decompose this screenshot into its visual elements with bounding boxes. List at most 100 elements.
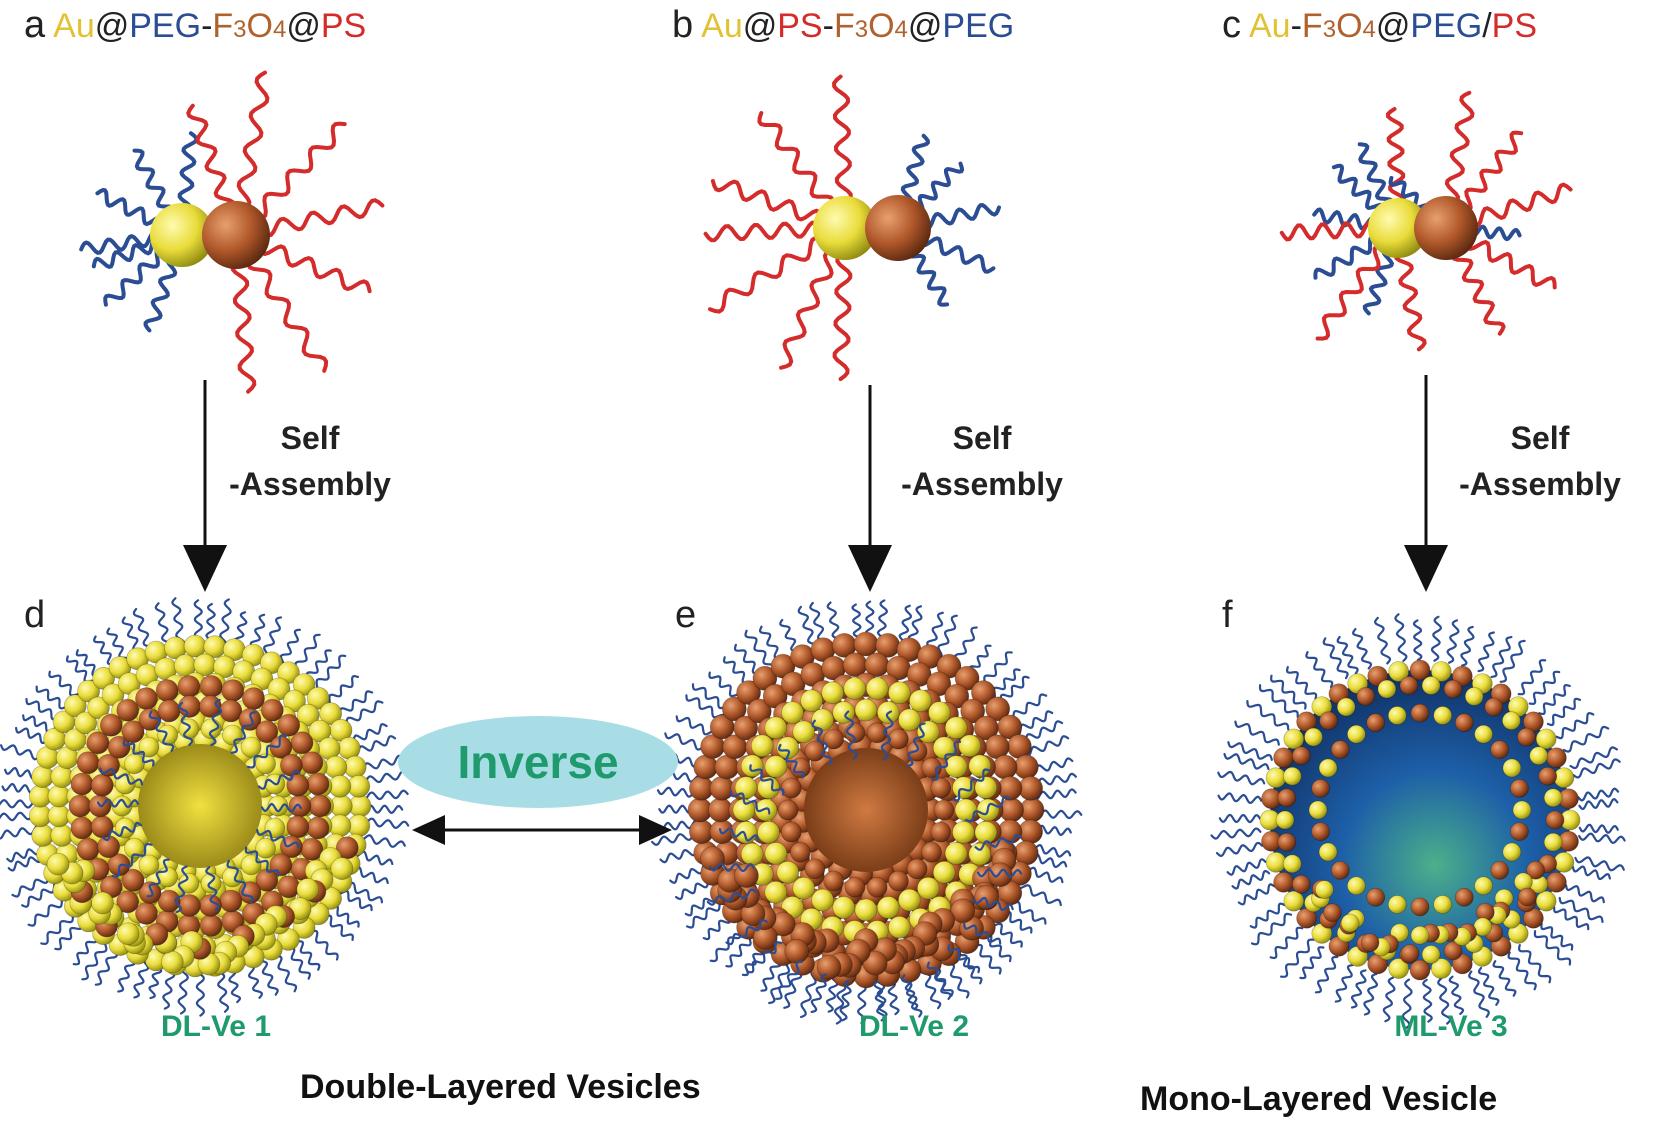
nanoparticle-bead [292, 673, 316, 696]
nanoparticle-bead [306, 772, 330, 796]
polymer-chain [356, 834, 406, 848]
polymer-chain [1331, 163, 1386, 215]
nanoparticle-bead [255, 837, 277, 859]
polymer-chain [1578, 823, 1619, 834]
nanoparticle-bead [823, 728, 844, 750]
nanoparticle-bead [821, 681, 844, 705]
polymer-chain [1569, 746, 1618, 770]
polymer-chain [1270, 674, 1307, 710]
polymer-chain [262, 616, 282, 661]
nanoparticle-bead [1410, 703, 1430, 723]
arrow-b [848, 385, 892, 592]
polymer-chain [931, 740, 962, 781]
nanoparticle-bead [888, 915, 911, 939]
nanoparticle-bead [87, 696, 110, 720]
nanoparticle-bead [242, 687, 265, 710]
nanoparticle-bead [1526, 860, 1545, 880]
nanoparticle-bead [960, 698, 986, 724]
polymer-chain [1465, 237, 1557, 290]
polymer-chain [230, 711, 257, 754]
polymer-chain [1373, 616, 1392, 665]
nanoparticle-bead [1502, 711, 1521, 731]
nanoparticle-bead [1538, 766, 1558, 786]
polymer-chain [1217, 770, 1266, 786]
inverse-ellipse [398, 716, 678, 808]
polymer-chain [777, 743, 805, 779]
vesicle-label-dl-ve-1: DL-Ve 1 [160, 1010, 272, 1043]
polymer-chain [277, 628, 301, 668]
nanoparticle-bead [1510, 779, 1529, 798]
polymer-chain [1460, 625, 1475, 667]
polymer-chain [1350, 969, 1367, 1009]
polymer-chain [749, 764, 785, 796]
polymer-chain [1540, 922, 1574, 951]
nanoparticle-bead [974, 776, 998, 799]
polymer-chain [91, 236, 164, 270]
nanoparticle-bead [77, 679, 100, 703]
panel-letter: a [24, 4, 46, 46]
polymer-chain [1234, 720, 1280, 746]
nanoparticle-bead [1388, 661, 1410, 682]
polymer-chain [251, 121, 347, 221]
title-part: Au [53, 7, 95, 45]
nanoparticle-bead [740, 842, 764, 866]
janus-particle-c [1279, 90, 1573, 352]
nanoparticle-bead [804, 858, 826, 880]
polymer-chain [143, 253, 178, 333]
nanoparticle-bead [780, 777, 802, 799]
polymer-chain [725, 919, 768, 946]
polymer-chain [219, 598, 232, 649]
vesicle-label-ml-ve-3: ML-Ve 3 [1394, 1010, 1508, 1043]
nanoparticle-bead [853, 631, 879, 657]
nanoparticle-bead [811, 888, 834, 912]
polymer-chain [310, 654, 347, 693]
polymer-chain [729, 790, 771, 815]
nanoparticle-bead [1546, 871, 1567, 893]
polymer-chain [1334, 964, 1354, 1003]
polymer-chain [710, 179, 825, 222]
nanoparticle-bead [1377, 679, 1397, 699]
title-part: F [212, 7, 234, 45]
nanoparticle-bead [70, 772, 94, 796]
polymer-chain [257, 769, 301, 790]
nanoparticle-bead [930, 821, 952, 843]
nanoparticle-bead [800, 689, 823, 713]
nanoparticle-bead [816, 954, 842, 980]
nanoparticle-bead [1277, 788, 1297, 808]
polymer-chain [832, 74, 853, 206]
polymer-chain [1299, 946, 1325, 980]
polymer-chain [686, 898, 728, 929]
polymer-chain [1322, 637, 1349, 680]
nanoparticle-bead [240, 854, 262, 876]
nanoparticle-bead [138, 854, 160, 876]
nanoparticle-bead [750, 734, 774, 758]
title-part: - [822, 7, 834, 45]
nanoparticle-bead [255, 753, 277, 775]
polymer-chain [708, 236, 827, 314]
polymer-chain [725, 933, 756, 968]
polymer-chain [1250, 912, 1293, 946]
nanoparticle-bead [240, 736, 262, 758]
title-part: 4 [272, 16, 287, 43]
vesicle-dl-ve-1 [0, 597, 410, 1017]
nanoparticle-bead [91, 891, 114, 915]
nanoparticle-bead [1311, 779, 1330, 798]
iron-oxide-sphere-c [1414, 196, 1478, 260]
polymer-chain [1258, 684, 1299, 718]
panel-letter-e: e [675, 594, 697, 636]
nanoparticle-bead [1409, 659, 1431, 681]
polymer-chain [1571, 865, 1611, 881]
polymer-chain [208, 698, 223, 747]
polymer-chain [148, 710, 175, 752]
nanoparticle-bead [930, 777, 952, 799]
nanoparticle-bead [854, 898, 878, 922]
nanoparticle-bead [319, 702, 343, 725]
polymer-chain [177, 964, 189, 1015]
polymer-chain [230, 256, 257, 394]
polymer-chain [236, 70, 270, 214]
polymer-chain [1558, 896, 1604, 923]
polymer-chain [1458, 130, 1524, 212]
nanoparticle-bead [888, 870, 909, 892]
self-assembly-label-a: Self -Assembly [229, 420, 391, 502]
